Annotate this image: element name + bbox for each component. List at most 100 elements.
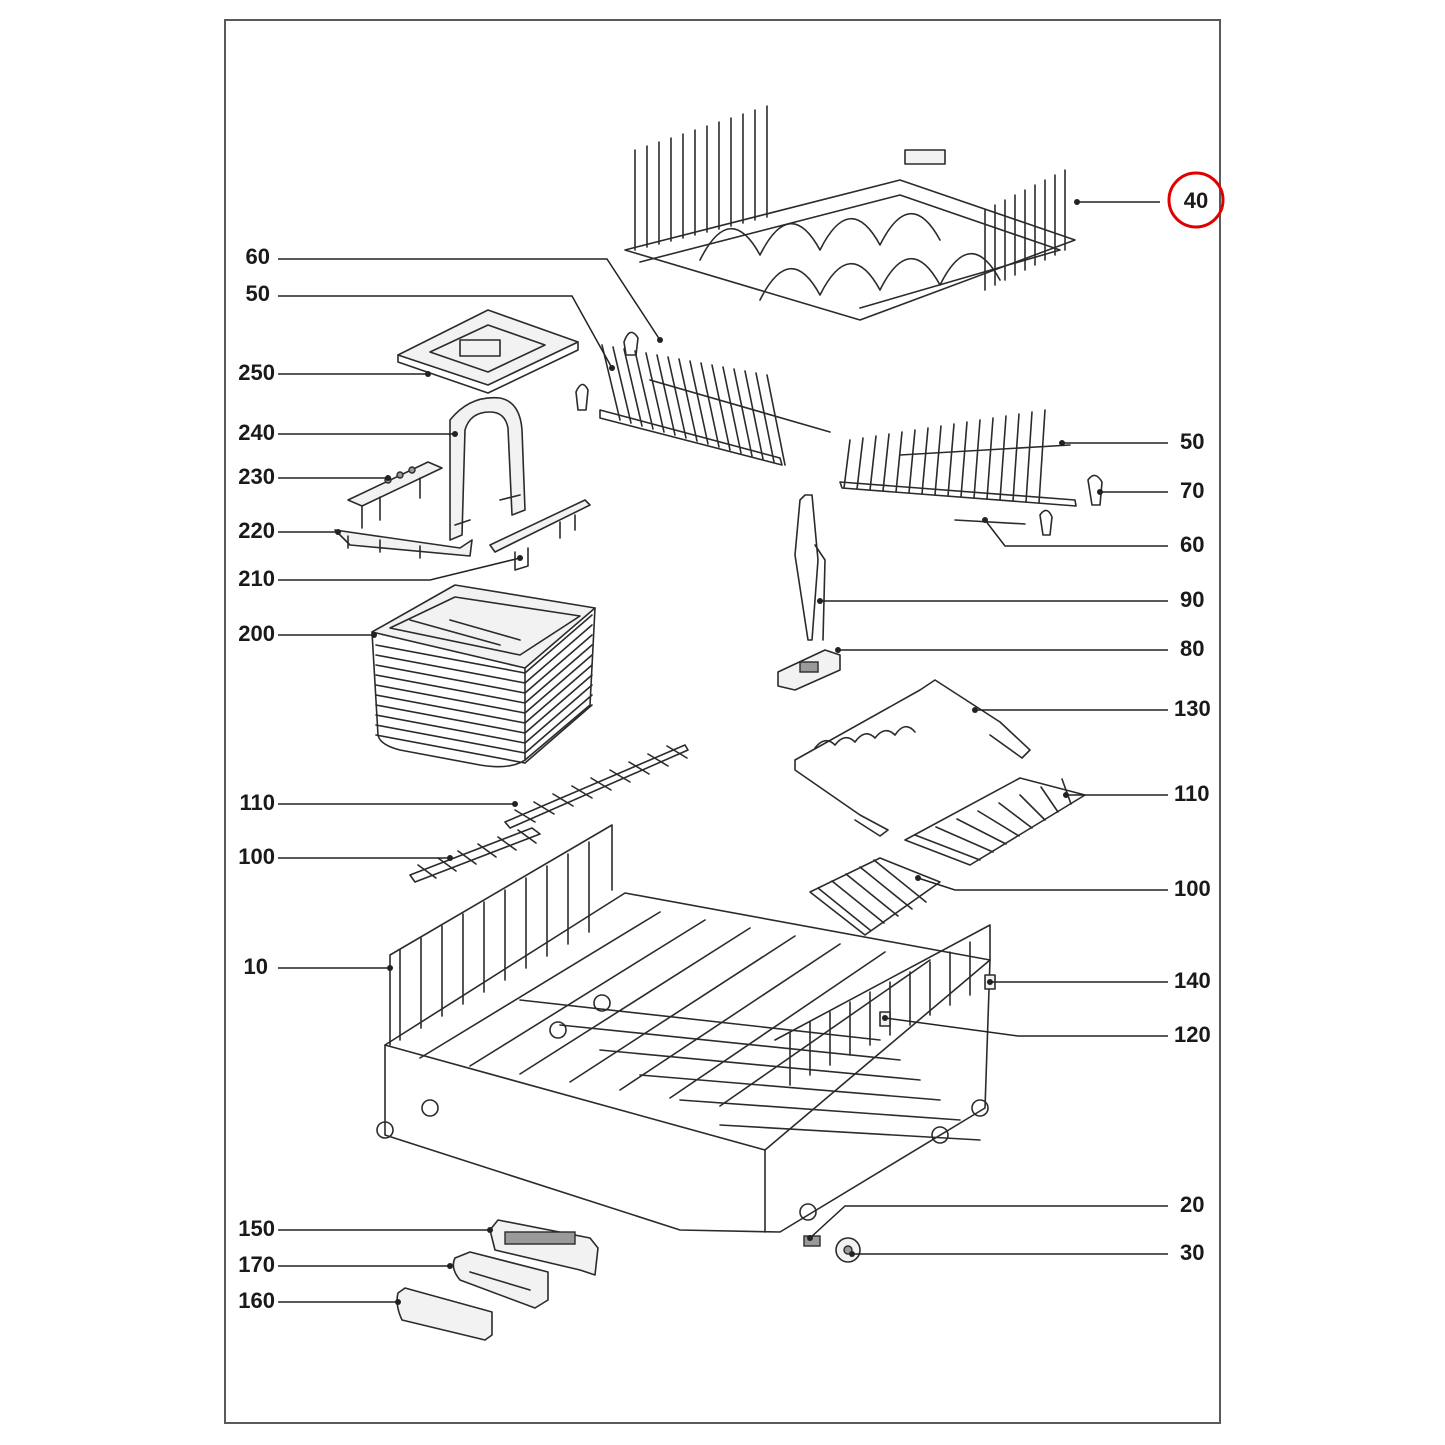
callout-170[interactable]: 170 bbox=[238, 1252, 275, 1277]
callout-100-right[interactable]: 100 bbox=[1174, 876, 1211, 901]
wire-stroke bbox=[956, 818, 1007, 845]
fold-rack-left-part-100[interactable] bbox=[409, 827, 541, 883]
callout-90[interactable]: 90 bbox=[1180, 587, 1204, 612]
cover-part-160[interactable] bbox=[396, 1287, 493, 1341]
callout-160[interactable]: 160 bbox=[238, 1288, 275, 1313]
callout-60-left[interactable]: 60 bbox=[246, 244, 270, 269]
callout-140[interactable]: 140 bbox=[1174, 968, 1211, 993]
wire-stroke bbox=[843, 439, 851, 489]
wire-stroke bbox=[469, 919, 706, 1067]
callout-150[interactable]: 150 bbox=[238, 1216, 275, 1241]
wire-stroke bbox=[831, 880, 885, 924]
wire-stroke bbox=[628, 761, 650, 775]
wire-stroke bbox=[419, 911, 661, 1059]
callout-240[interactable]: 240 bbox=[238, 420, 275, 445]
callout-70[interactable]: 70 bbox=[1180, 478, 1204, 503]
callout-20[interactable]: 20 bbox=[1180, 1192, 1204, 1217]
wire-stroke bbox=[571, 785, 593, 799]
callout-130[interactable]: 130 bbox=[1174, 696, 1211, 721]
wire-stroke bbox=[755, 372, 775, 463]
lower-basket-part-10[interactable] bbox=[376, 824, 991, 1233]
callout-80[interactable]: 80 bbox=[1180, 636, 1204, 661]
callout-60-right[interactable]: 60 bbox=[1180, 532, 1204, 557]
highlight-circle bbox=[1167, 171, 1225, 229]
fold-rack-right-part-110[interactable] bbox=[904, 777, 1086, 866]
callout-110-right[interactable]: 110 bbox=[1174, 781, 1210, 806]
callout-100-left[interactable]: 100 bbox=[238, 844, 275, 869]
callout-110-left[interactable]: 110 bbox=[240, 790, 276, 815]
wire-frame-part-130[interactable] bbox=[794, 679, 1031, 837]
rail-part-210[interactable] bbox=[489, 499, 591, 571]
wire-stroke bbox=[514, 809, 536, 823]
callout-50-right[interactable]: 50 bbox=[1180, 429, 1204, 454]
wire-stroke bbox=[656, 354, 676, 436]
wire-stroke bbox=[1038, 409, 1046, 504]
wire-stroke bbox=[719, 1124, 981, 1141]
wire-stroke bbox=[895, 431, 903, 493]
latch-part-150[interactable] bbox=[489, 1219, 599, 1276]
wire-stroke bbox=[645, 352, 665, 433]
wire-stroke bbox=[689, 360, 709, 445]
callout-50-left[interactable]: 50 bbox=[246, 281, 270, 306]
tine-rack-right-part-60[interactable] bbox=[899, 444, 1071, 525]
wire-stroke bbox=[524, 664, 593, 724]
cutlery-basket-part-200[interactable] bbox=[371, 584, 596, 768]
wire-stroke bbox=[559, 1024, 901, 1061]
wire-stroke bbox=[375, 714, 526, 744]
wire-stroke bbox=[590, 777, 612, 791]
holder-part-80[interactable] bbox=[777, 649, 841, 691]
tine-rack-right-part-50[interactable] bbox=[839, 409, 1077, 507]
wire-stroke bbox=[700, 362, 720, 448]
callout-200[interactable]: 200 bbox=[238, 621, 275, 646]
wire-stroke bbox=[609, 769, 631, 783]
clip-right-part-70[interactable] bbox=[1039, 474, 1103, 536]
callout-10[interactable]: 10 bbox=[244, 954, 268, 979]
wire-stroke bbox=[524, 674, 593, 734]
wire-stroke bbox=[524, 684, 593, 744]
callout-30[interactable]: 30 bbox=[1180, 1240, 1204, 1265]
wire-stroke bbox=[711, 364, 731, 451]
wire-stroke bbox=[375, 734, 526, 764]
wire-stroke bbox=[552, 793, 574, 807]
wire-stroke bbox=[859, 866, 913, 910]
tine-rack-left-part-50[interactable] bbox=[599, 344, 786, 466]
wire-stroke bbox=[1012, 413, 1020, 502]
wire-stroke bbox=[437, 857, 457, 872]
wire-stroke bbox=[973, 419, 981, 499]
wire-stroke bbox=[599, 1049, 921, 1081]
callout-250[interactable]: 250 bbox=[238, 360, 275, 385]
wire-stroke bbox=[477, 843, 497, 858]
rail-part-220[interactable] bbox=[334, 529, 473, 559]
cover-part-170[interactable] bbox=[452, 1251, 549, 1309]
wire-stroke bbox=[1019, 794, 1046, 821]
wire-stroke bbox=[524, 634, 593, 694]
upper-rack-part-40[interactable] bbox=[624, 105, 1076, 321]
fold-rack-left-part-110[interactable] bbox=[504, 744, 689, 829]
wire-stroke bbox=[533, 801, 555, 815]
wire-stroke bbox=[934, 425, 942, 496]
clip-left-part-70[interactable] bbox=[575, 331, 639, 411]
callout-120[interactable]: 120 bbox=[1174, 1022, 1211, 1047]
leader-lines bbox=[278, 199, 1168, 1305]
callout-40[interactable]: 40 bbox=[1184, 188, 1208, 213]
wire-stroke bbox=[612, 346, 632, 424]
wheel-part-30[interactable] bbox=[835, 1237, 861, 1263]
wire-stroke bbox=[524, 644, 593, 704]
wire-bracket-part-90[interactable] bbox=[794, 494, 826, 641]
wire-stroke bbox=[998, 802, 1033, 829]
wire-stroke bbox=[375, 724, 526, 754]
insert-part-230[interactable] bbox=[347, 461, 443, 529]
tine-rack-left-part-60[interactable] bbox=[649, 379, 831, 433]
tray-top-part-250[interactable] bbox=[397, 309, 579, 394]
handle-part-240[interactable] bbox=[449, 396, 526, 541]
wire-stroke bbox=[497, 836, 517, 851]
callout-210[interactable]: 210 bbox=[238, 566, 275, 591]
wire-stroke bbox=[669, 951, 886, 1099]
wire-stroke bbox=[524, 614, 593, 674]
fold-rack-right-part-100[interactable] bbox=[809, 857, 941, 936]
callout-230[interactable]: 230 bbox=[238, 464, 275, 489]
wire-stroke bbox=[524, 704, 593, 764]
callout-220[interactable]: 220 bbox=[238, 518, 275, 543]
wire-stroke bbox=[375, 704, 526, 734]
